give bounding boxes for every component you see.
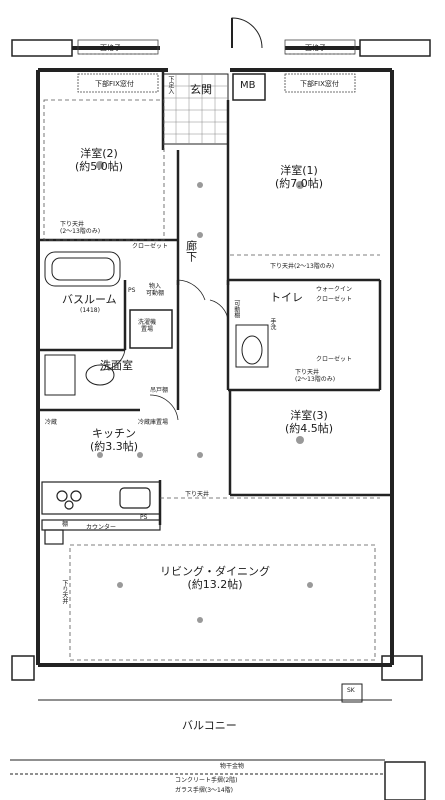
bathroom-label: バスルーム (62, 293, 117, 306)
walkin-label: ウォークイン (316, 286, 353, 293)
kitchen-size: (約3.3帖) (90, 439, 139, 453)
closet-c-label: クローゼット (316, 356, 353, 363)
drying-rack-label: 物干金物 (220, 763, 245, 770)
living-size: (約13.2帖) (187, 577, 243, 591)
lattice-right-label: 面格子 (305, 44, 326, 52)
toilet-label: トイレ (270, 291, 303, 304)
hand-wash-label: 手洗 (268, 318, 276, 330)
kitchen-name: キッチン (92, 427, 137, 440)
top-left-column (11, 39, 73, 57)
western2-name: 洋室(2) (80, 147, 118, 160)
bottom-left-column (11, 655, 35, 681)
closet-b-label: クローゼット (316, 296, 353, 303)
ps-b-label: PS (140, 514, 148, 521)
bath-size-label: (1418) (80, 307, 100, 314)
bottom-right-column (381, 655, 423, 681)
counter-label: カウンター (86, 524, 117, 531)
balcony-column (384, 761, 426, 800)
western2-room: 洋室(2) (約5.0帖) (75, 147, 124, 173)
ps-a-label: PS (128, 287, 136, 294)
fix-window-right-label: 下部FIX窓付 (300, 80, 339, 88)
western1-size: (約7.0帖) (275, 176, 324, 190)
ceiling-low-b-label: 下り天井(2～13階のみ) (270, 263, 335, 270)
ceiling-low-a-label: 下り天井 (2～13階のみ) (60, 221, 101, 235)
ceiling-low-c-label: 下り天井 (2～13階のみ) (295, 369, 336, 383)
washroom-label: 洗面室 (100, 359, 133, 372)
shelf-label: 棚 (62, 521, 69, 528)
western3-room: 洋室(3) (約4.5帖) (285, 409, 334, 435)
living-name: リビング・ダイニング (160, 565, 270, 578)
fridge-space-label: 冷蔵庫置場 (138, 419, 169, 426)
western1-name: 洋室(1) (280, 164, 318, 177)
lattice-left-label: 面格子 (100, 44, 121, 52)
western3-name: 洋室(3) (290, 409, 328, 422)
ceiling-low-e-label: 下り天井 (60, 580, 68, 604)
handrail-note-2: ガラス手摺(3～14階) (175, 787, 234, 794)
washer-label: 洗濯機 置場 (138, 319, 157, 333)
closet-a-label: クローゼット (132, 243, 169, 250)
top-right-column (359, 39, 431, 57)
mb-box (232, 73, 266, 101)
fix-window-left-label: 下部FIX窓付 (95, 80, 134, 88)
living-room: リビング・ダイニング (約13.2帖) (160, 565, 270, 591)
exterior-walls (36, 46, 394, 667)
storage-label: 物入 可動棚 (146, 283, 165, 297)
corridor-label: 廊下 (184, 240, 198, 262)
handrail-note-1: コンクリート手摺(2階) (175, 777, 238, 784)
western2-size: (約5.0帖) (75, 159, 124, 173)
kitchen-room: キッチン (約3.3帖) (90, 427, 139, 453)
shoes-label: 下足入 (166, 76, 174, 94)
balcony-label: バルコニー (182, 719, 237, 732)
western1-room: 洋室(1) (約7.0帖) (275, 164, 324, 190)
upper-cabinet-label: 吊戸棚 (150, 387, 169, 394)
movable-shelf-label: 可動棚 (232, 300, 240, 318)
western3-size: (約4.5帖) (285, 421, 334, 435)
entrance-label: 玄関 (190, 83, 212, 96)
sk-label: SK (347, 687, 355, 694)
ceiling-low-d-label: 下り天井 (185, 491, 210, 498)
fridge-label: 冷蔵 (45, 419, 58, 426)
mb-label: MB (240, 80, 256, 91)
